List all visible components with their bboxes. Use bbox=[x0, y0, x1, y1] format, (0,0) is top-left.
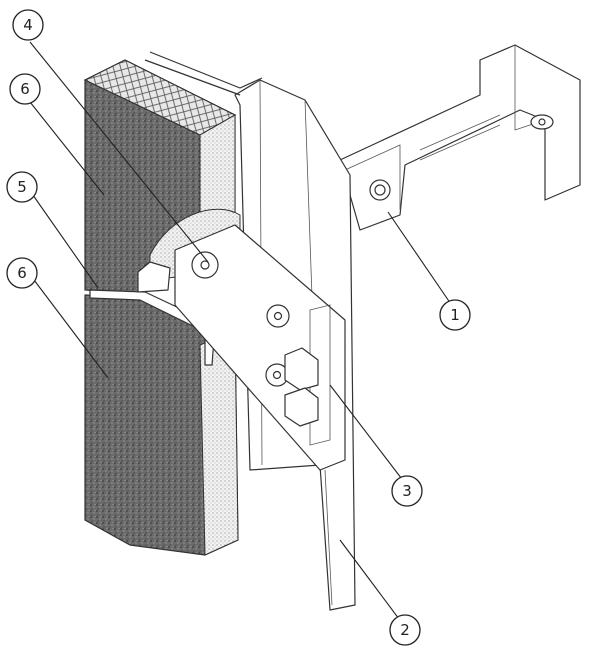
wing-nut-icon bbox=[530, 114, 554, 130]
callout-3: 3 bbox=[391, 475, 423, 507]
callout-label: 4 bbox=[23, 16, 33, 34]
callout-label: 5 bbox=[17, 178, 27, 196]
callout-2: 2 bbox=[389, 614, 421, 646]
callout-5: 5 bbox=[6, 171, 38, 203]
callout-6-top: 6 bbox=[9, 73, 41, 105]
wall-bracket bbox=[339, 44, 581, 231]
insulation-block-lower bbox=[84, 294, 239, 556]
callout-label: 1 bbox=[450, 306, 460, 324]
callout-6-bottom: 6 bbox=[6, 257, 38, 289]
callout-4: 4 bbox=[12, 9, 44, 41]
callout-label: 6 bbox=[17, 264, 27, 282]
bracket-bolt-icon bbox=[369, 179, 391, 201]
plate-rivet-icon bbox=[191, 251, 290, 387]
callout-1: 1 bbox=[439, 299, 471, 331]
leader-lines bbox=[27, 41, 456, 628]
callout-label: 6 bbox=[20, 80, 30, 98]
clip-tab bbox=[284, 347, 319, 427]
joint-strip bbox=[89, 289, 216, 366]
callout-label: 2 bbox=[400, 621, 410, 639]
callout-label: 3 bbox=[402, 482, 412, 500]
